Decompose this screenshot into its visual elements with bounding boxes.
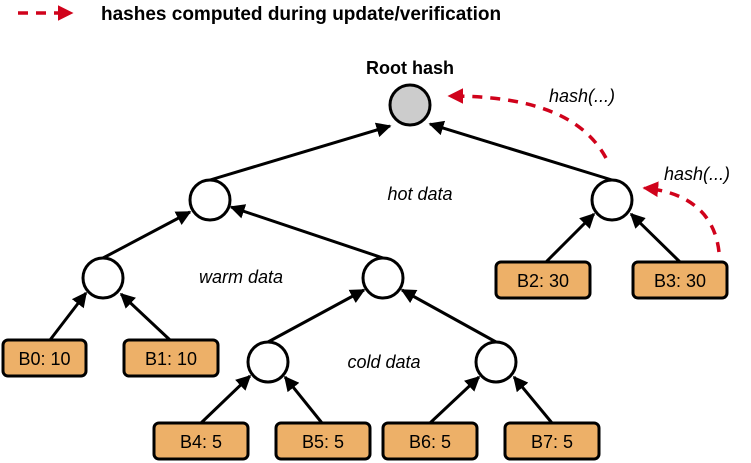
hash-node-l2-right [361, 256, 405, 300]
edge-b0-to-l2left [48, 291, 88, 341]
edge-b5-to-l3left [283, 375, 324, 424]
block-b0-label: B0: 10 [18, 349, 70, 369]
edge-b1-to-l2left [119, 292, 172, 342]
edge-b3-to-l1right [629, 212, 682, 264]
block-b6-label: B6: 5 [409, 432, 451, 452]
root-hash-node [388, 83, 432, 127]
legend: hashes computed during update/verificati… [18, 4, 501, 25]
block-b3: B3: 30 [631, 260, 729, 300]
hash-node-l3-left [246, 340, 290, 384]
edge-l1right-to-root [428, 120, 613, 182]
hash-node-l1-left [188, 178, 232, 222]
block-b1: B1: 10 [122, 338, 220, 378]
block-b2: B2: 30 [494, 260, 592, 300]
edge-b7-to-l3right [512, 375, 554, 424]
edge-l1left-to-root [209, 122, 392, 182]
region-label-hot: hot data [387, 184, 452, 204]
hash-label-l1right: hash(...) [664, 164, 730, 184]
region-label-cold: cold data [347, 352, 420, 372]
block-b4-label: B4: 5 [180, 432, 222, 452]
block-b7: B7: 5 [503, 421, 601, 461]
hash-path-b3-to-l1right [642, 181, 721, 253]
hash-node-l1-right [590, 178, 634, 222]
block-b2-label: B2: 30 [517, 271, 569, 291]
data-blocks: B0: 10 B1: 10 B2: 30 B3: 30 B4: 5 B5: 5 … [1, 260, 729, 461]
edge-b6-to-l3right [428, 375, 481, 425]
hash-node-l2-left [81, 256, 125, 300]
root-hash-label: Root hash [366, 58, 454, 78]
block-b7-label: B7: 5 [531, 432, 573, 452]
hash-paths [447, 88, 721, 253]
hash-label-root: hash(...) [549, 86, 615, 106]
edge-l2right-to-l1left [229, 204, 384, 260]
block-b5-label: B5: 5 [302, 432, 344, 452]
block-b4: B4: 5 [152, 421, 250, 461]
hash-path-l1right-to-root [447, 88, 608, 159]
block-b3-label: B3: 30 [654, 271, 706, 291]
edge-l2left-to-l1left [102, 210, 192, 260]
edge-l3left-to-l2right [267, 288, 366, 344]
block-b5: B5: 5 [274, 421, 372, 461]
region-label-warm: warm data [199, 267, 283, 287]
block-b1-label: B1: 10 [145, 349, 197, 369]
block-b0: B0: 10 [1, 338, 88, 378]
tree-edges [48, 120, 682, 425]
tree-nodes [81, 83, 634, 384]
block-b6: B6: 5 [381, 421, 479, 461]
edge-b2-to-l1right [544, 212, 596, 264]
edge-l3right-to-l2right [400, 288, 497, 344]
hash-node-l3-right [474, 340, 518, 384]
legend-text: hashes computed during update/verificati… [101, 4, 501, 25]
edge-b4-to-l3left [199, 374, 252, 425]
